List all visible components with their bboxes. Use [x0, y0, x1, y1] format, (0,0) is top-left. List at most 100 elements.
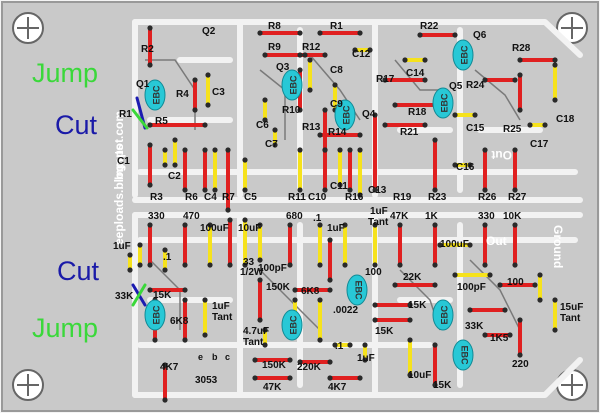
solder-pad	[392, 282, 398, 288]
solder-pad	[182, 187, 188, 193]
label-C4: C4	[204, 192, 217, 203]
label-R10: R10	[282, 105, 301, 116]
label-R22: R22	[420, 21, 439, 32]
label-C7: C7	[265, 139, 278, 150]
label-C9: C9	[330, 99, 343, 110]
solder-pad	[332, 82, 338, 88]
label-R14: R14	[328, 127, 347, 138]
solder-pad	[322, 147, 328, 153]
solder-pad	[147, 222, 153, 228]
solder-pad	[332, 342, 338, 348]
label-1uF-b: 1uF	[113, 241, 131, 252]
solder-pad	[532, 282, 538, 288]
label-R5: R5	[155, 116, 168, 127]
solder-pad	[402, 57, 408, 63]
solder-pad	[327, 375, 333, 381]
solder-pad	[212, 147, 218, 153]
solder-pad	[317, 30, 323, 36]
label-R11: R11	[288, 192, 306, 203]
solder-pad	[192, 107, 198, 113]
solder-pad	[162, 162, 168, 168]
label-1K: 1K	[425, 211, 438, 222]
label-Q2: Q2	[202, 26, 216, 37]
label-100-b: 100	[365, 267, 382, 278]
mounting-hole-top-left	[12, 12, 44, 44]
label-R9: R9	[268, 42, 281, 53]
label-R12: R12	[302, 42, 321, 53]
label-150K-b: 150K	[262, 360, 286, 371]
solder-pad	[432, 342, 438, 348]
solder-pad	[262, 342, 268, 348]
solder-pad	[127, 267, 133, 273]
solder-pad	[202, 297, 208, 303]
label-0.1: .1	[313, 213, 322, 224]
solder-pad	[357, 132, 363, 138]
solder-pad	[242, 262, 248, 268]
label-330b: 330	[478, 211, 495, 222]
solder-pad	[297, 359, 303, 365]
solder-pad	[322, 107, 328, 113]
label-tant-3: Tant	[243, 337, 264, 348]
solder-pad	[362, 342, 368, 348]
label-100pF: 100pF	[258, 263, 287, 274]
label-R17: R17	[376, 74, 395, 85]
label-C8: C8	[330, 65, 343, 76]
transistor-pinout: EBC	[341, 105, 352, 125]
label-R8: R8	[268, 21, 281, 32]
solder-pad	[242, 217, 248, 223]
label-tant: Tant	[368, 217, 389, 228]
solder-pad	[225, 147, 231, 153]
solder-pad	[287, 357, 293, 363]
solder-pad	[337, 147, 343, 153]
label-Q6: Q6	[473, 30, 487, 41]
label-220K: 220K	[297, 362, 321, 373]
solder-pad	[317, 337, 323, 343]
label-R25: R25	[503, 124, 522, 135]
label-C10: C10	[308, 192, 327, 203]
label-C6: C6	[256, 120, 269, 131]
cut-label-bottom: Cut	[57, 256, 100, 286]
label-C15: C15	[466, 123, 485, 134]
label-tant-2: Tant	[212, 312, 233, 323]
solder-pad	[162, 147, 168, 153]
solder-pad	[257, 317, 263, 323]
solder-pad	[357, 375, 363, 381]
solder-pad	[182, 287, 188, 293]
solder-pad	[537, 297, 543, 303]
solder-pad	[512, 77, 518, 83]
label-R18: R18	[408, 107, 427, 118]
label-47K-b: 47K	[263, 382, 282, 393]
label-R21: R21	[400, 127, 419, 138]
label-half-watt: 1/2W	[240, 267, 264, 278]
solder-pad	[262, 327, 268, 333]
label-0.1c: .1	[335, 341, 344, 352]
label-680: 680	[286, 211, 303, 222]
solder-pad	[127, 252, 133, 258]
solder-pad	[422, 77, 428, 83]
solder-pad	[432, 382, 438, 388]
solder-pad	[352, 47, 358, 53]
solder-pad	[337, 182, 343, 188]
label-1K5: 1K5	[490, 333, 509, 344]
label-33: 33	[243, 257, 255, 268]
label-C5: C5	[244, 192, 257, 203]
label-C3: C3	[212, 87, 225, 98]
label-100uF: 100uF	[200, 223, 229, 234]
transistor-pinout: EBC	[439, 305, 450, 325]
label-1uF-c: 1uF	[212, 301, 230, 312]
cut-label-top: Cut	[55, 110, 98, 140]
solder-pad	[432, 262, 438, 268]
solder-pad	[507, 332, 513, 338]
transistor-pinout: EBC	[151, 85, 162, 105]
solder-pad	[262, 52, 268, 58]
label-47K: 47K	[390, 211, 409, 222]
label-R13: R13	[302, 122, 321, 133]
solder-pad	[297, 30, 303, 36]
solder-pad	[382, 77, 388, 83]
solder-pad	[207, 262, 213, 268]
solder-pad	[372, 187, 378, 193]
transistors	[144, 39, 474, 371]
label-tant-4: Tant	[560, 313, 581, 324]
transistor-pinout: EBC	[288, 315, 299, 335]
